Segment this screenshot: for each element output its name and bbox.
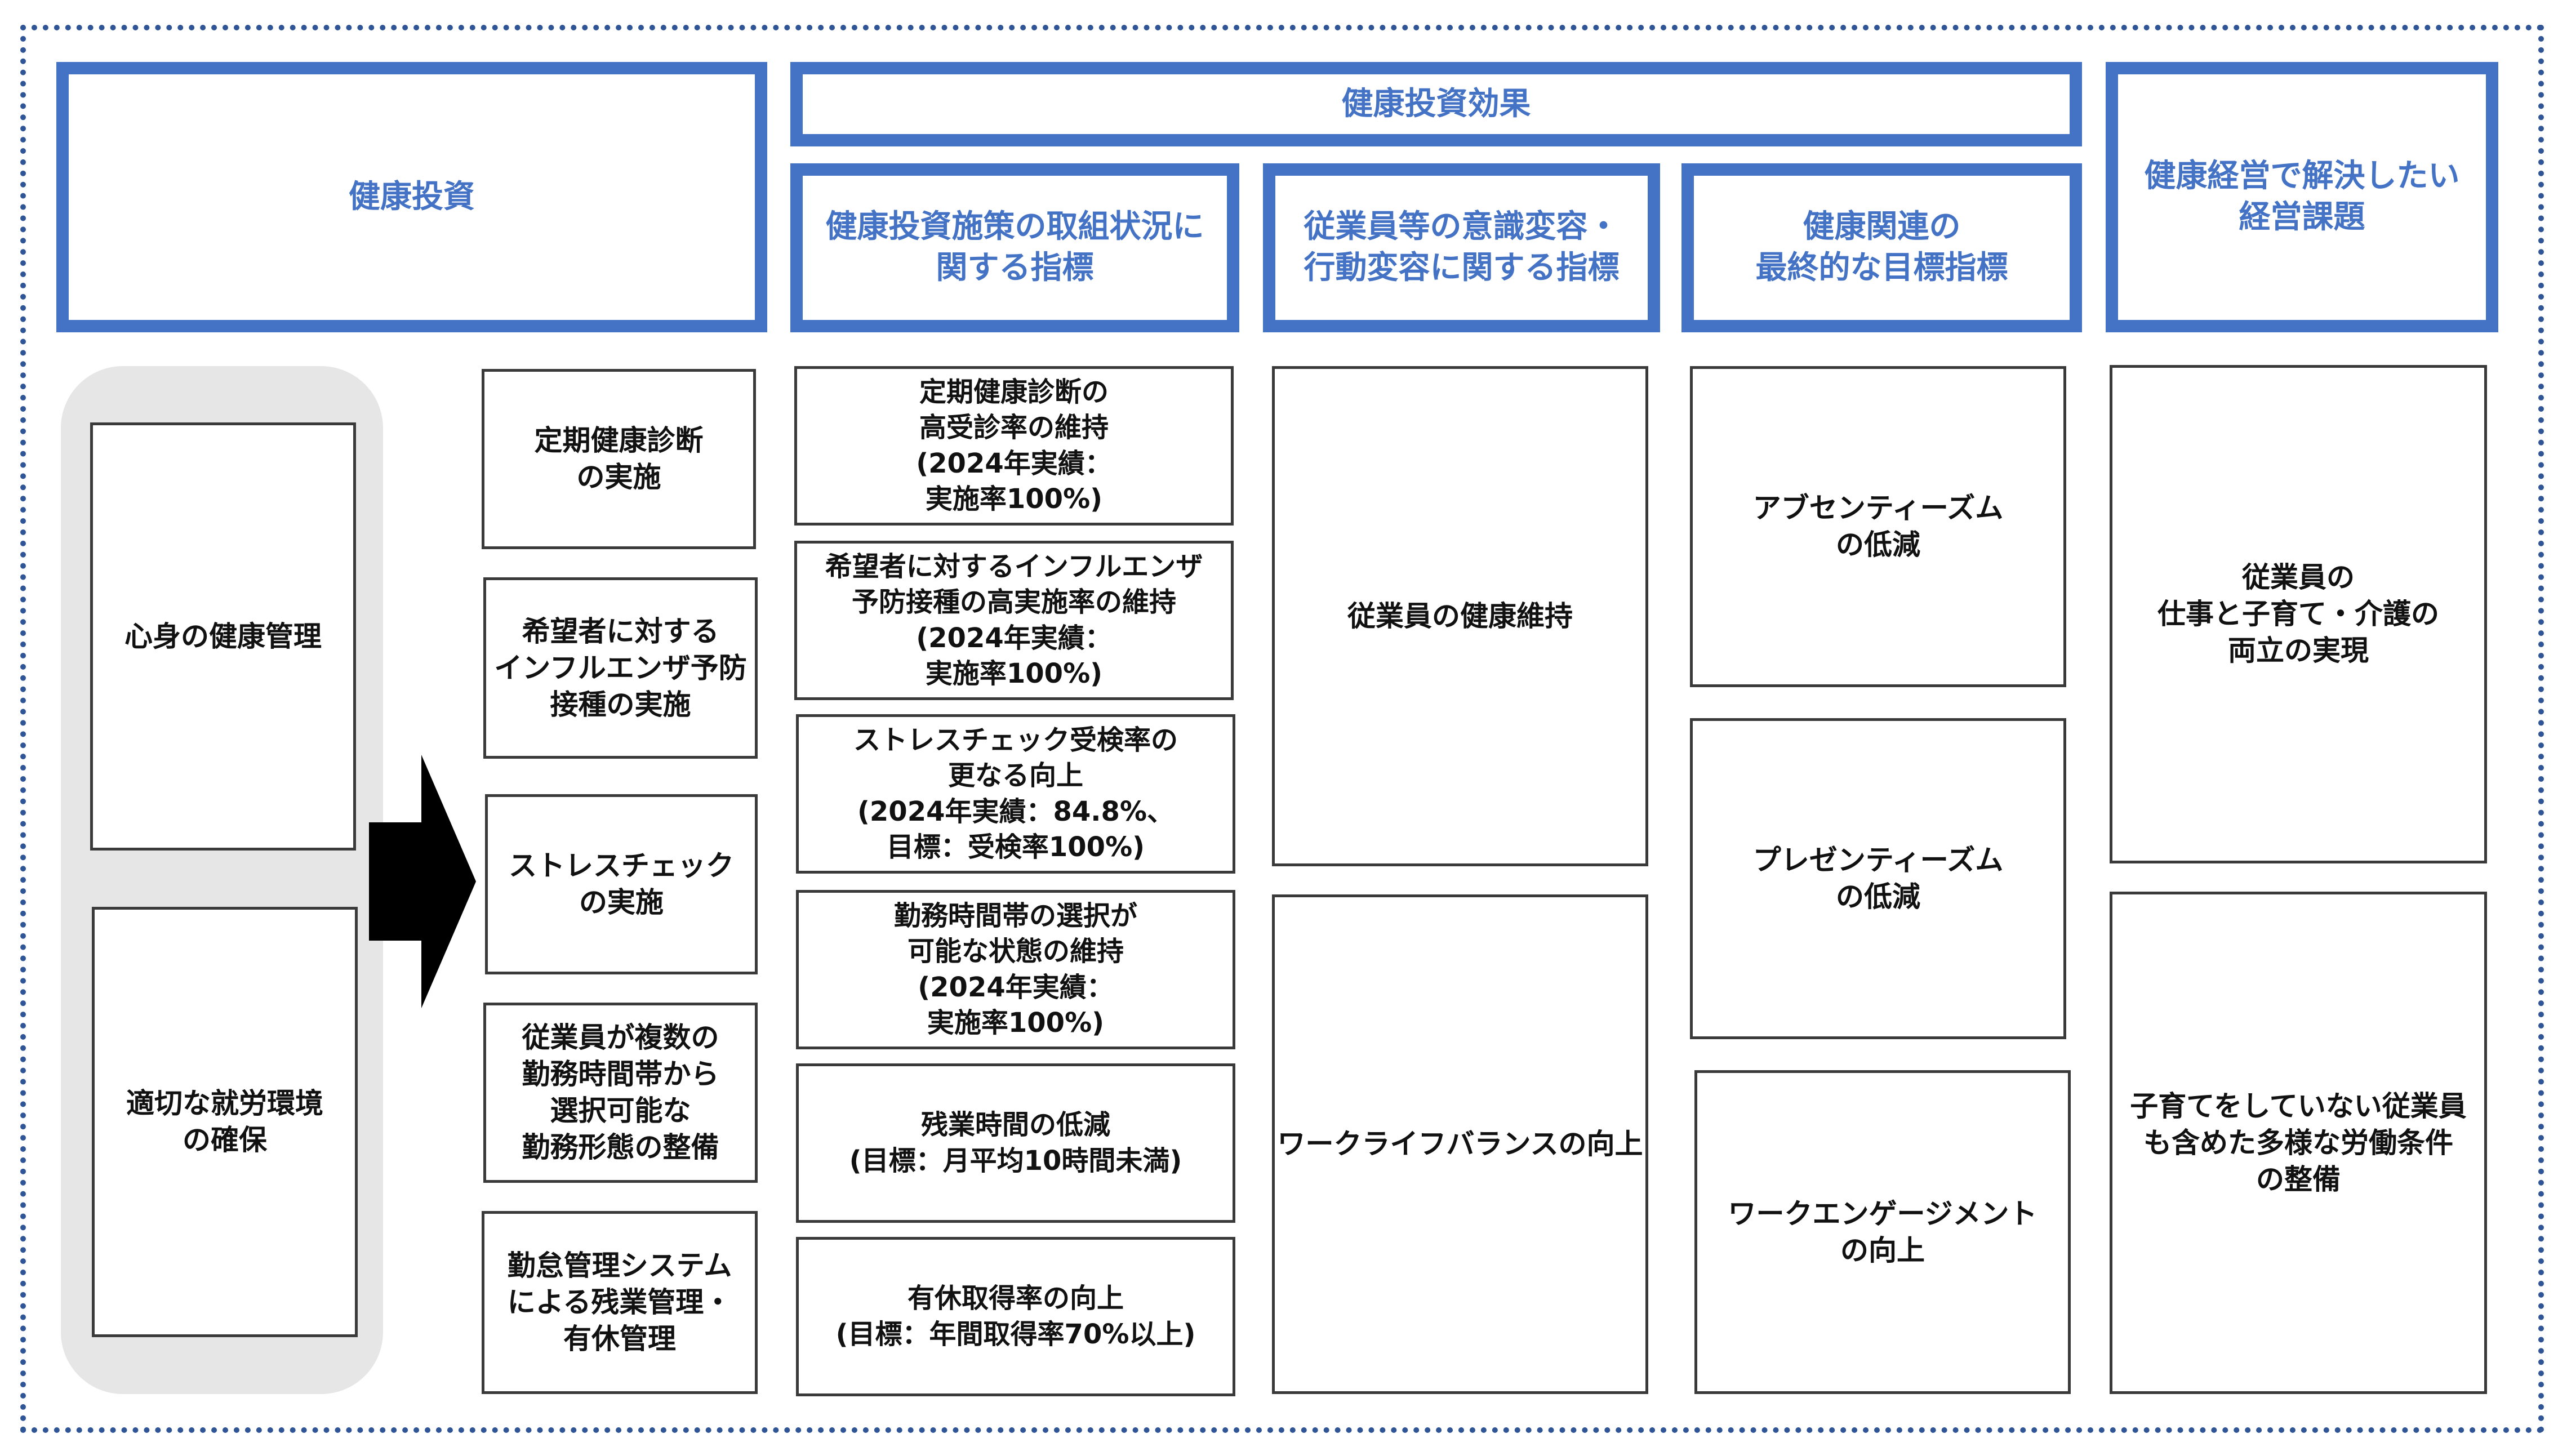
indicator-overtime: 残業時間の低減 (目標：月平均10時間未満) — [796, 1063, 1235, 1223]
indicator-paid-leave: 有休取得率の向上 (目標：年間取得率70%以上) — [796, 1237, 1235, 1396]
diagram-frame — [20, 25, 2544, 1433]
indicator-stress-check-rate: ストレスチェック受検率の 更なる向上 (2024年実績：84.8%、 目標：受検… — [796, 714, 1235, 874]
header-awareness: 従業員等の意識変容・ 行動変容に関する指標 — [1263, 163, 1660, 332]
header-management: 健康経営で解決したい 経営課題 — [2106, 62, 2498, 332]
awareness-health-maintenance: 従業員の健康維持 — [1272, 366, 1648, 866]
investment-stress-check: ストレスチェック の実施 — [485, 794, 758, 974]
pillar-health-management: 心身の健康管理 — [90, 422, 356, 851]
indicator-checkup-rate: 定期健康診断の 高受診率の維持 (2024年実績： 実施率100%) — [794, 366, 1234, 526]
issue-work-care-balance: 従業員の 仕事と子育て・介護の 両立の実現 — [2110, 365, 2487, 863]
header-investment: 健康投資 — [56, 62, 767, 332]
awareness-work-life-balance: ワークライフバランスの向上 — [1272, 894, 1648, 1394]
pillar-work-environment: 適切な就労環境 の確保 — [92, 907, 358, 1337]
investment-attendance-system: 勤怠管理システム による残業管理・ 有休管理 — [482, 1211, 758, 1394]
indicator-flu-rate: 希望者に対するインフルエンザ 予防接種の高実施率の維持 (2024年実績： 実施… — [794, 541, 1234, 700]
goal-absenteeism: アブセンティーズム の低減 — [1690, 366, 2066, 687]
right-arrow-icon — [369, 755, 476, 1008]
investment-flu-vaccination: 希望者に対する インフルエンザ予防 接種の実施 — [483, 577, 758, 759]
investment-health-checkup: 定期健康診断 の実施 — [482, 369, 756, 549]
issue-diverse-conditions: 子育てをしていない従業員 も含めた多様な労働条件 の整備 — [2110, 892, 2487, 1394]
header-initiatives: 健康投資施策の取組状況に 関する指標 — [790, 163, 1239, 332]
goal-work-engagement: ワークエンゲージメント の向上 — [1694, 1070, 2071, 1394]
header-effects: 健康投資効果 — [790, 62, 2082, 146]
indicator-flexible-hours: 勤務時間帯の選択が 可能な状態の維持 (2024年実績： 実施率100%) — [796, 890, 1235, 1049]
goal-presenteeism: プレゼンティーズム の低減 — [1690, 718, 2066, 1039]
investment-flexible-hours: 従業員が複数の 勤務時間帯から 選択可能な 勤務形態の整備 — [483, 1003, 758, 1183]
header-final-goals: 健康関連の 最終的な目標指標 — [1681, 163, 2082, 332]
